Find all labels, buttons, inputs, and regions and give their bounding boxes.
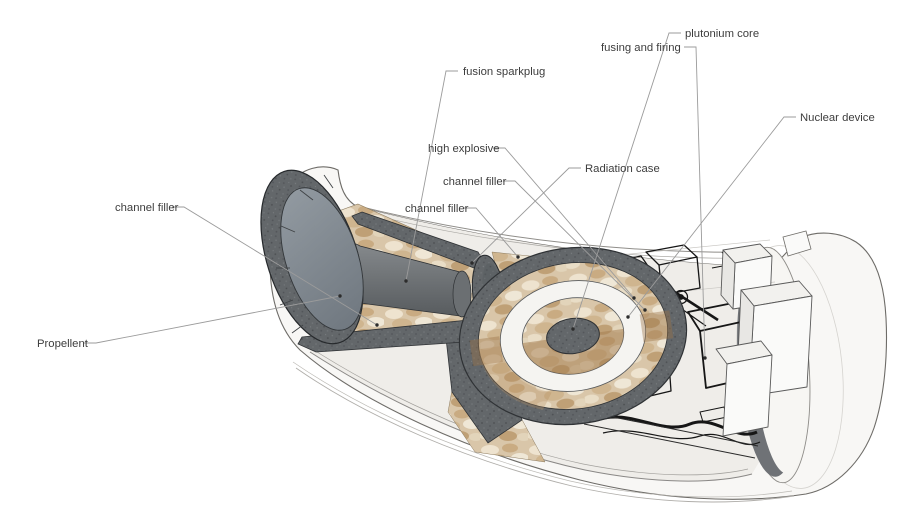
label-plutonium-core: plutonium core — [685, 28, 759, 40]
cap-top-tab — [782, 230, 812, 257]
leader-channel-filler-mid — [464, 207, 519, 258]
labels: fusion sparkplug fusing and firing pluto… — [37, 28, 875, 350]
device-cross-section — [458, 246, 688, 426]
label-fusing-and-firing: fusing and firing — [601, 42, 681, 54]
label-fusion-sparkplug: fusion sparkplug — [463, 66, 545, 78]
plutonium-core-disk — [546, 317, 600, 355]
leader-radiation-case — [471, 167, 581, 264]
leader-channel-filler-upper — [503, 180, 646, 311]
hull-ridge-lines — [292, 344, 795, 503]
leader-fusing-and-firing — [684, 46, 706, 359]
leader-high-explosive — [493, 147, 635, 299]
leader-channel-filler-left — [172, 206, 378, 326]
label-nuclear-device: Nuclear device — [800, 112, 875, 124]
label-channel-filler-upper: channel filler — [443, 176, 507, 188]
cap-segment-lines — [276, 174, 334, 334]
component-boxes — [715, 243, 813, 437]
label-channel-filler-mid: channel filler — [405, 203, 469, 215]
leader-fusion-sparkplug — [405, 70, 458, 282]
label-high-explosive: high explosive — [428, 143, 500, 155]
label-radiation-case: Radiation case — [585, 163, 660, 175]
leader-dots — [338, 255, 707, 360]
leader-lines — [84, 32, 796, 360]
label-channel-filler-left: channel filler — [115, 202, 179, 214]
leader-nuclear-device — [627, 116, 796, 318]
leader-plutonium-core — [572, 32, 681, 330]
label-propellent: Propellent — [37, 338, 89, 350]
leader-propellent — [84, 295, 341, 344]
